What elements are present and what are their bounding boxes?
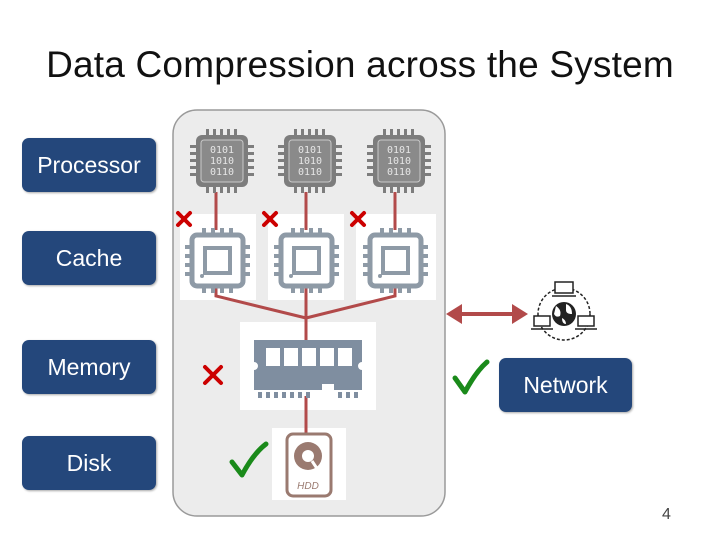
- hdd-label-text: HDD: [297, 481, 319, 492]
- chip-binary-text: 0101: [387, 145, 411, 156]
- processor-chip-1: 0101 1010 0110: [189, 128, 255, 194]
- processor-label: Processor: [22, 138, 156, 192]
- network-globe-icon: [531, 281, 597, 341]
- network-double-arrow: [446, 304, 528, 324]
- cache-link-cross-3: [350, 211, 366, 227]
- chip-binary-text: 1010: [210, 156, 234, 167]
- slide-title: Data Compression across the System: [46, 44, 674, 85]
- memory-cross: [203, 365, 223, 385]
- processor-label-text: Processor: [37, 151, 141, 178]
- chip-binary-text: 0101: [298, 145, 322, 156]
- processor-chip-3: 0101 1010 0110: [366, 128, 432, 194]
- cache-link-cross-2: [262, 211, 278, 227]
- cache-link-cross-1: [176, 211, 192, 227]
- chip-binary-text: 0101: [210, 145, 234, 156]
- cross-marks: [176, 211, 366, 385]
- chip-binary-text: 1010: [387, 156, 411, 167]
- memory-module-icon: [254, 340, 362, 398]
- disk-label-text: Disk: [66, 449, 112, 476]
- network-label-text: Network: [523, 371, 608, 398]
- disk-check-mark: [229, 441, 269, 478]
- disk-label: Disk: [22, 436, 156, 490]
- network-check-mark: [452, 359, 490, 395]
- cache-label-text: Cache: [55, 244, 123, 271]
- memory-label: Memory: [22, 340, 156, 394]
- system-container: [172, 109, 446, 517]
- page-number: 4: [662, 506, 671, 523]
- cache-label: Cache: [22, 231, 156, 285]
- chip-binary-text: 1010: [298, 156, 322, 167]
- chip-binary-text: 0110: [298, 167, 322, 178]
- processor-chip-2: 0101 1010 0110: [277, 128, 343, 194]
- memory-label-text: Memory: [47, 353, 131, 380]
- network-label: Network: [499, 358, 632, 412]
- chip-binary-text: 0110: [210, 167, 234, 178]
- hdd-icon: HDD: [285, 432, 333, 498]
- interconnect-wires: [214, 192, 397, 434]
- chip-binary-text: 0110: [387, 167, 411, 178]
